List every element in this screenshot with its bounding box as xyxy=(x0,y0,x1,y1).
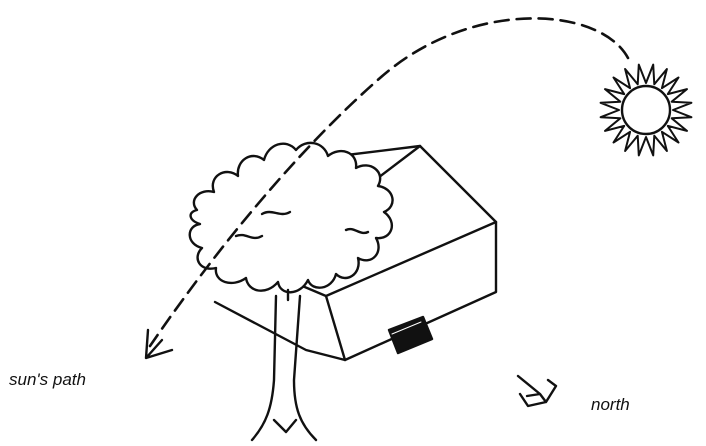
sun-path-label: sun's path xyxy=(9,370,86,390)
house-side-wall xyxy=(215,302,345,360)
tree-icon xyxy=(190,143,393,440)
solar-panel-icon xyxy=(389,317,432,353)
north-arrow-icon xyxy=(518,376,556,406)
north-label: north xyxy=(591,395,630,415)
sun-icon xyxy=(601,65,692,156)
tree-trunk xyxy=(252,296,316,440)
